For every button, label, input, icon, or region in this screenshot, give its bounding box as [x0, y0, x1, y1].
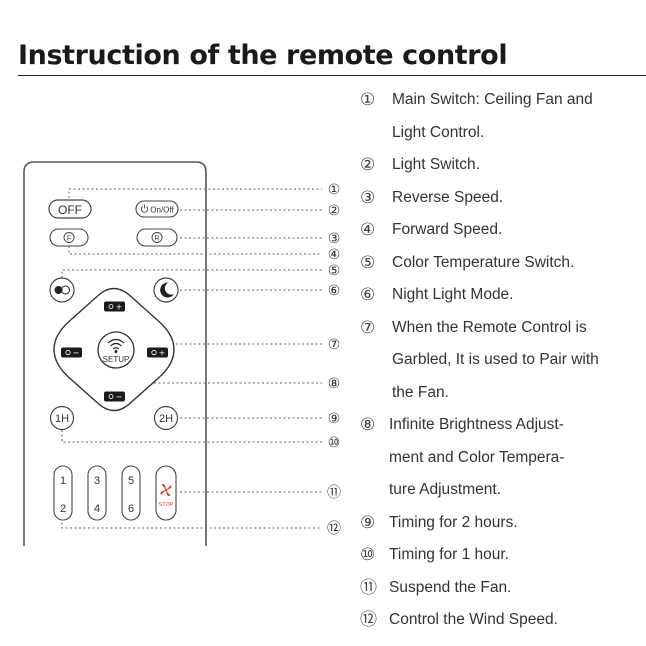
item-4-text: Forward Speed.: [392, 221, 503, 238]
moon-icon: [160, 282, 174, 298]
item-1-number: ①: [360, 90, 376, 110]
item-10-text: Timing for 1 hour.: [389, 546, 510, 563]
callout-9: ⑨: [328, 411, 341, 427]
sun-icon-top: [108, 304, 114, 309]
speed-1-label: 1: [60, 475, 66, 487]
minus-label-bottom: −: [116, 393, 123, 402]
forward-label: R: [154, 236, 159, 243]
item-7-continuation-1: Garbled, It is used to Pair with: [392, 351, 599, 368]
leader-10: [61, 430, 322, 443]
page-title: Instruction of the remote control: [18, 40, 508, 71]
callout-7: ⑦: [328, 337, 341, 353]
timer-2h-button[interactable]: [153, 405, 179, 431]
speed-6-label: 6: [128, 503, 134, 515]
item-6-text: Night Light Mode.: [392, 286, 514, 303]
stop-button[interactable]: [155, 465, 177, 521]
timer-2h-label: 2H: [159, 413, 173, 425]
reverse-label: F: [67, 236, 71, 243]
item-12-number: ⑫: [360, 610, 377, 630]
temp-icon-right: [151, 349, 157, 356]
wifi-icon: [107, 338, 125, 353]
speed-4-label: 4: [94, 503, 100, 515]
item-4-number: ④: [360, 220, 376, 240]
fan-icon: [160, 483, 172, 497]
light-onoff-button[interactable]: [135, 200, 179, 218]
item-5-text: Color Temperature Switch.: [392, 253, 575, 271]
item-8-number: ⑧: [360, 415, 376, 435]
callout-3: ③: [328, 231, 341, 247]
callout-10: ⑩: [328, 435, 341, 451]
item-10-number: ⑩: [360, 545, 376, 565]
plus-label-right: +: [159, 349, 166, 358]
item-3-number: ③: [360, 187, 376, 208]
leader-1: [68, 188, 322, 198]
brightness-minus-button[interactable]: [104, 391, 125, 402]
item-8-continuation-2: ture Adjustment.: [389, 481, 502, 498]
color-temp-minus-button[interactable]: [61, 347, 82, 358]
callout-11: ⑪: [327, 485, 341, 501]
power-icon: [140, 204, 149, 213]
leader-5: [61, 269, 322, 278]
brightness-plus-button[interactable]: [104, 301, 125, 312]
reverse-button[interactable]: [49, 228, 89, 247]
reverse-icon: [63, 232, 75, 243]
item-7-continuation-2: the Fan.: [392, 383, 449, 401]
callout-6: ⑥: [328, 283, 341, 299]
timer-1h-button[interactable]: [49, 405, 75, 431]
setup-label: SETUP: [103, 355, 130, 364]
item-7-number: ⑦: [360, 317, 376, 338]
stop-label: STOP: [159, 502, 174, 508]
off-button[interactable]: [48, 199, 92, 219]
item-7-text: When the Remote Control is: [392, 318, 587, 336]
leader-12: [61, 518, 322, 529]
speed-5-6-button[interactable]: [121, 465, 141, 521]
callout-1: ①: [328, 182, 341, 198]
title-underline: [18, 75, 646, 76]
speed-3-4-button[interactable]: [87, 465, 107, 521]
item-1-text: Main Switch: Ceiling Fan and: [392, 91, 593, 108]
speed-5-label: 5: [128, 475, 134, 487]
off-label: OFF: [58, 203, 82, 217]
callout-5: ⑤: [328, 263, 341, 279]
item-11-number: ⑪: [360, 577, 377, 598]
setup-button[interactable]: [97, 331, 135, 369]
item-6-number: ⑥: [360, 285, 376, 305]
item-8-continuation-1: ment and Color Tempera-: [389, 448, 565, 466]
night-light-button[interactable]: [153, 277, 179, 303]
color-temp-icon: [54, 285, 70, 295]
on-off-label: On/Off: [150, 206, 174, 215]
item-1-continuation: Light Control.: [392, 123, 485, 141]
forward-icon: [151, 232, 163, 243]
item-8-text: Infinite Brightness Adjust-: [389, 416, 564, 433]
remote-body: [23, 161, 207, 546]
callout-8: ⑧: [328, 376, 341, 392]
speed-1-2-button[interactable]: [53, 465, 73, 521]
minus-label-left: −: [73, 349, 80, 358]
item-5-number: ⑤: [360, 252, 376, 273]
item-12-text: Control the Wind Speed.: [389, 611, 558, 628]
item-11-text: Suspend the Fan.: [389, 578, 512, 596]
leader-4: [68, 246, 322, 255]
speed-3-label: 3: [94, 475, 100, 487]
callout-4: ④: [328, 247, 341, 263]
callout-12: ⑫: [327, 521, 341, 537]
timer-1h-label: 1H: [55, 413, 69, 425]
forward-button[interactable]: [136, 228, 178, 247]
callout-2: ②: [328, 203, 341, 219]
item-2-text: Light Switch.: [392, 156, 480, 173]
temp-icon-left: [65, 349, 71, 356]
item-2-number: ②: [360, 155, 376, 175]
item-9-number: ⑨: [360, 512, 376, 533]
item-9-text: Timing for 2 hours.: [389, 513, 518, 531]
plus-label-top: +: [116, 303, 123, 312]
item-3-text: Reverse Speed.: [392, 188, 504, 206]
speed-2-label: 2: [60, 503, 66, 515]
sun-icon-bottom: [108, 394, 114, 399]
color-temp-plus-button[interactable]: [147, 347, 168, 358]
